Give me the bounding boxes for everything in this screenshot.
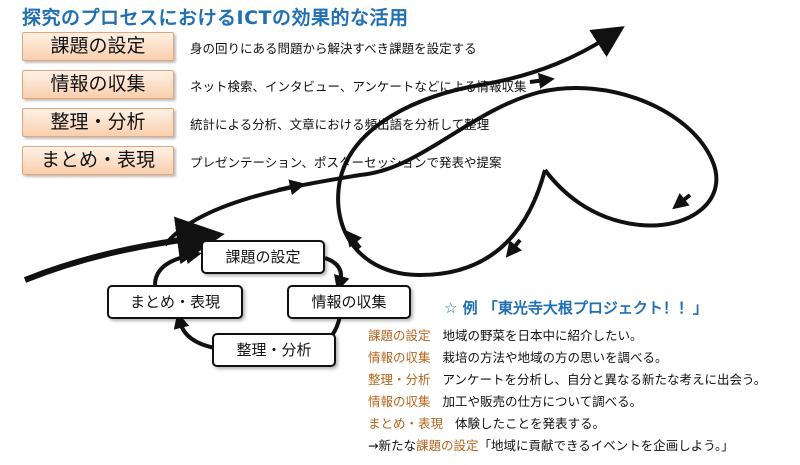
cycle-box-left: まとめ・表現: [107, 285, 243, 319]
example-last-label: 課題の設定: [415, 438, 479, 453]
example-row: 整理・分析 アンケートを分析し、自分と異なる新たな考えに出会う。: [368, 369, 766, 388]
example-row: 情報の収集 加工や販売の仕方について調べる。: [368, 391, 642, 410]
example-row: まとめ・表現 体験したことを発表する。: [368, 413, 605, 432]
example-row-text: 加工や販売の仕方について調べる。: [442, 394, 643, 409]
example-row-last: →新たな課題の設定「地域に貢献できるイベントを企画しよう。」: [368, 435, 734, 454]
step-desc-kadai: 身の回りにある問題から解決すべき課題を設定する: [190, 41, 477, 56]
step-box-kadai: 課題の設定: [22, 32, 174, 61]
cycle-arrow-left-top: [153, 248, 202, 286]
cycle-box-top: 課題の設定: [201, 240, 325, 274]
step-box-seiri: 整理・分析: [22, 108, 174, 137]
example-row: 情報の収集 栽培の方法や地域の方の思いを調べる。: [368, 347, 667, 366]
step-box-joho: 情報の収集: [22, 70, 174, 99]
spiral-loop-2: [336, 26, 625, 278]
step-desc-joho: ネット検索、インタビュー、アンケートなどによる情報収集: [190, 79, 527, 94]
step-desc-seiri: 統計による分析、文章における頻出語を分析して整理: [190, 117, 490, 132]
example-row-text: 栽培の方法や地域の方の思いを調べる。: [442, 350, 668, 365]
example-row-label: まとめ・表現: [368, 416, 444, 431]
spiral-marker: [505, 238, 522, 258]
step-box-matome: まとめ・表現: [22, 146, 174, 175]
spiral-marker: [277, 179, 306, 196]
cycle-arrow-bottom-left: [173, 312, 216, 350]
spiral-marker: [345, 230, 362, 250]
cycle-box-bottom: 整理・分析: [212, 333, 336, 367]
example-row-label: 情報の収集: [368, 350, 431, 365]
example-row-text: 体験したことを発表する。: [454, 416, 605, 431]
example-row-text: アンケートを分析し、自分と異なる新たな考えに出会う。: [442, 372, 767, 387]
example-row-text: 地域の野菜を日本中に紹介したい。: [442, 328, 643, 343]
example-row-label: 整理・分析: [368, 372, 431, 387]
cycle-box-right: 情報の収集: [287, 285, 411, 319]
page-title: 探究のプロセスにおけるICTの効果的な活用: [22, 7, 409, 29]
entry-arrow: [23, 216, 225, 283]
example-last-prefix: →新たな: [368, 438, 416, 453]
spiral-loop-1: [163, 86, 719, 247]
example-row: 課題の設定 地域の野菜を日本中に紹介したい。: [368, 325, 642, 344]
spiral-marker: [672, 193, 692, 210]
example-heading: ☆ 例 「東光寺大根プロジェクト！！」: [444, 299, 708, 317]
spiral-marker: [529, 72, 555, 89]
example-row-label: 情報の収集: [368, 394, 431, 409]
cycle-arrow-top-right: [324, 256, 350, 292]
example-last-text: 「地域に貢献できるイベントを企画しよう。」: [478, 438, 734, 453]
example-row-label: 課題の設定: [368, 328, 431, 343]
